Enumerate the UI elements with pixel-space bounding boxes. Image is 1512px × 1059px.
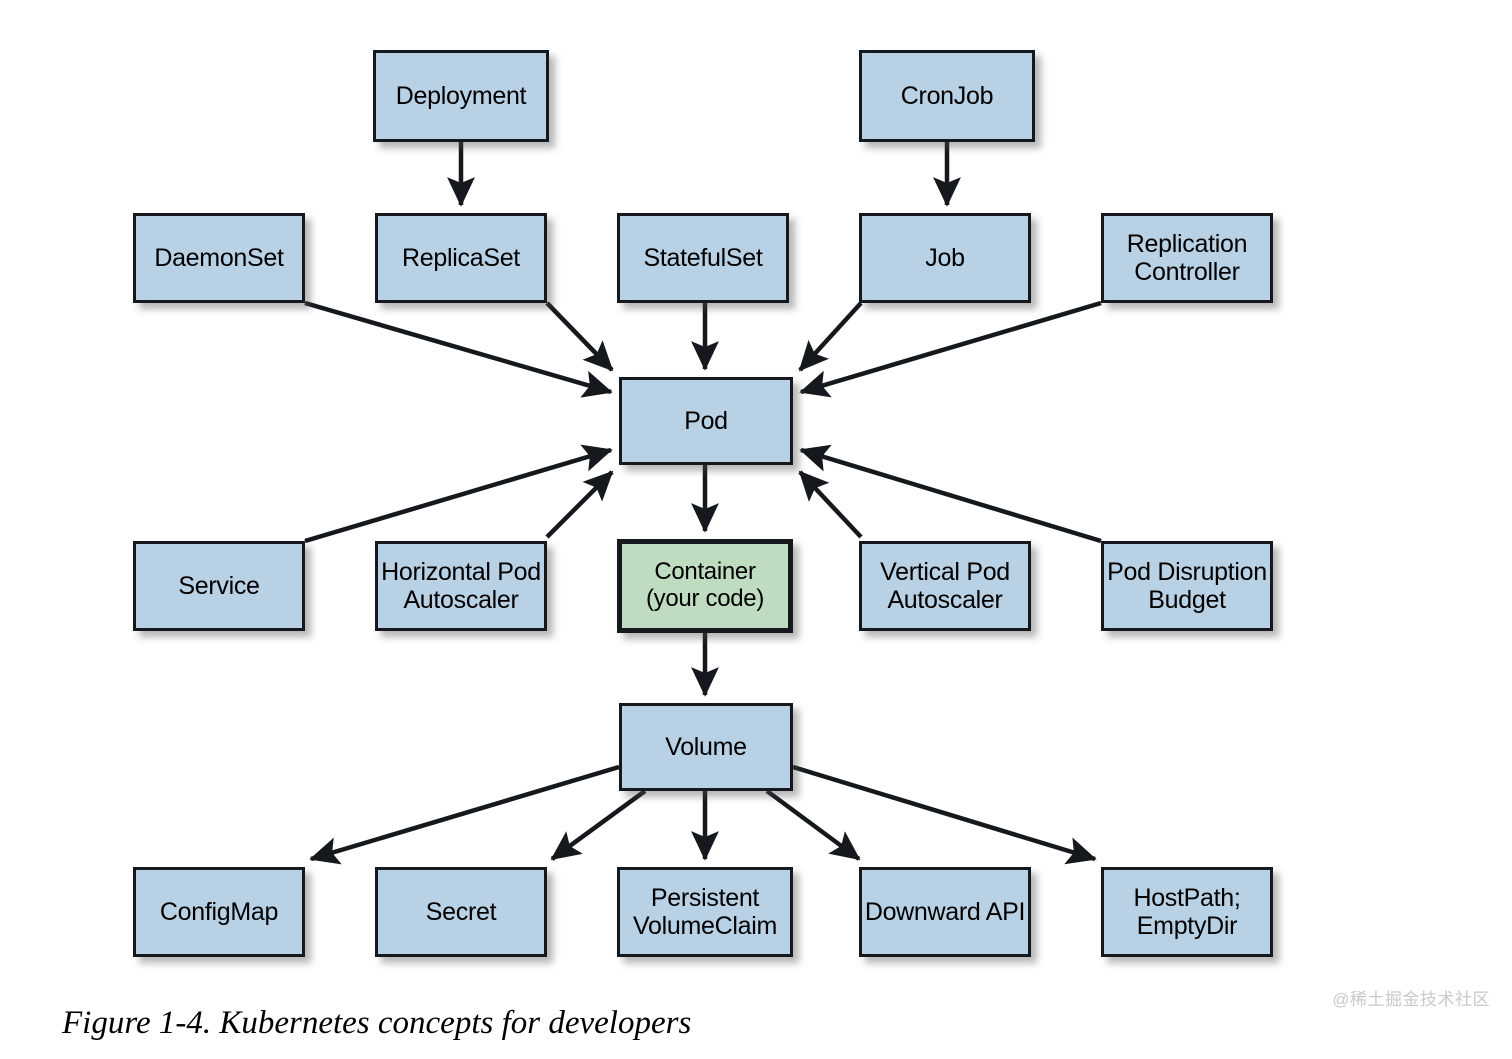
node-deployment[interactable]: Deployment [373, 50, 549, 142]
edge-horizontal-pod-autoscaler-pod [545, 470, 614, 539]
edge-volume-secret [550, 789, 647, 861]
figure-caption: Figure 1-4. Kubernetes concepts for deve… [62, 1005, 692, 1041]
edge-replicaset-pod [545, 301, 614, 372]
node-container[interactable]: Container (your code) [617, 539, 793, 633]
node-vertical-pod-autoscaler[interactable]: Vertical Pod Autoscaler [859, 541, 1031, 631]
edge-service-pod [304, 444, 613, 544]
edge-vertical-pod-autoscaler-pod [798, 470, 863, 539]
node-replication-controller[interactable]: Replication Controller [1101, 213, 1273, 303]
node-configmap[interactable]: ConfigMap [133, 867, 305, 957]
edge-job-pod [798, 301, 863, 372]
edge-replication-controller-pod [799, 300, 1102, 398]
edge-volume-downward-api [765, 789, 861, 861]
watermark-label: @稀土掘金技术社区 [1332, 990, 1490, 1009]
edge-volume-hostpath-emptydir [792, 764, 1097, 865]
node-statefulset[interactable]: StatefulSet [617, 213, 789, 303]
node-downward-api[interactable]: Downward API [859, 867, 1031, 957]
node-job[interactable]: Job [859, 213, 1031, 303]
edge-daemonset-pod [304, 300, 613, 398]
node-service[interactable]: Service [133, 541, 305, 631]
node-volume[interactable]: Volume [619, 703, 793, 791]
node-hostpath-emptydir[interactable]: HostPath; EmptyDir [1101, 867, 1273, 957]
node-daemonset[interactable]: DaemonSet [133, 213, 305, 303]
node-horizontal-pod-autoscaler[interactable]: Horizontal Pod Autoscaler [375, 541, 547, 631]
edge-group [304, 142, 1102, 865]
node-replicaset[interactable]: ReplicaSet [375, 213, 547, 303]
edge-pod-disruption-budget-pod [799, 444, 1102, 544]
node-secret[interactable]: Secret [375, 867, 547, 957]
edge-volume-configmap [309, 764, 620, 865]
node-pod[interactable]: Pod [619, 377, 793, 465]
node-persistent-volumeclaim[interactable]: Persistent VolumeClaim [617, 867, 793, 957]
node-pod-disruption-budget[interactable]: Pod Disruption Budget [1101, 541, 1273, 631]
node-cronjob[interactable]: CronJob [859, 50, 1035, 142]
